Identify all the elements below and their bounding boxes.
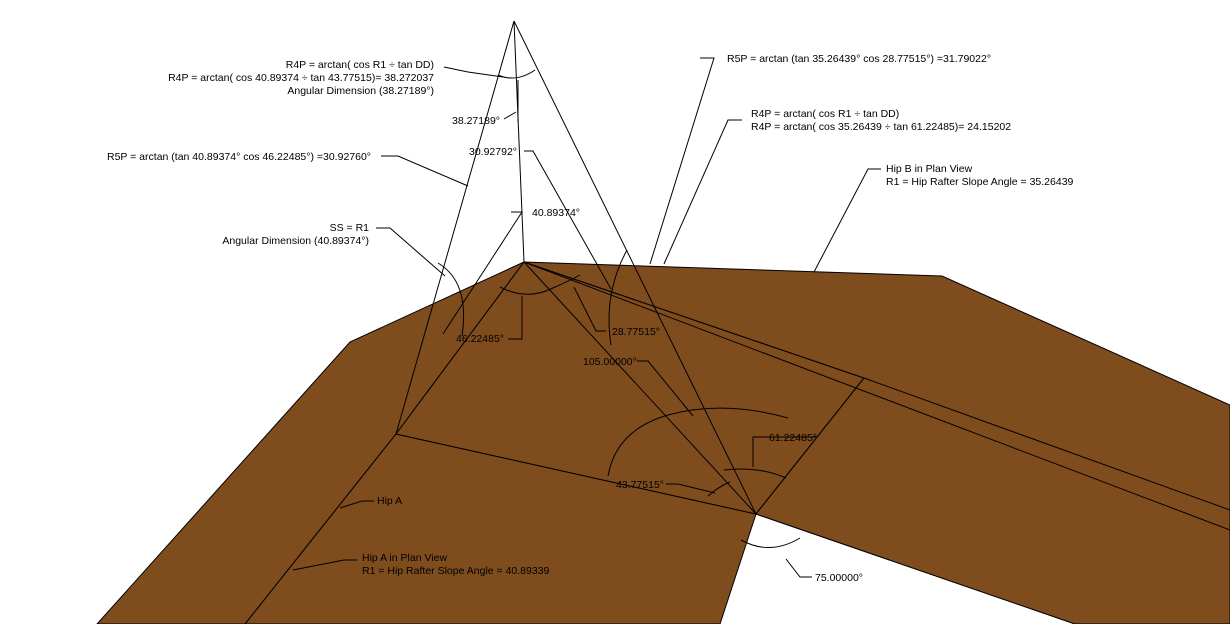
r4p-right-line2: R4P = arctan( cos 35.26439 ÷ tan 61.2248… xyxy=(751,121,1011,133)
leader-28 xyxy=(573,286,606,332)
hip-b-line1: Hip B in Plan View xyxy=(886,163,973,175)
dimension-ticks xyxy=(503,80,519,122)
r4p-top-line1: R4P = arctan( cos R1 ÷ tan DD) xyxy=(286,59,434,71)
leader-hip-a xyxy=(339,500,374,509)
leader-75 xyxy=(785,558,812,578)
dim-105: 105.00000° xyxy=(583,356,637,368)
dim-38: 38.27189° xyxy=(452,115,500,127)
leader-r5p-right xyxy=(649,57,715,265)
arc-43 xyxy=(707,481,731,497)
leader-r5p-left xyxy=(381,155,469,187)
tick-38b xyxy=(503,111,517,120)
ss-line1: SS = R1 xyxy=(330,222,370,234)
hip-line-center xyxy=(523,261,757,515)
arc-40 xyxy=(437,262,465,337)
hip-b-line xyxy=(523,261,1230,531)
leader-43 xyxy=(666,483,716,494)
r4p-top-line3: Angular Dimension (38.27189°) xyxy=(287,85,434,97)
leader-r4p-right xyxy=(663,119,742,265)
hip-b-line2: R1 = Hip Rafter Slope Angle = 35.26439 xyxy=(886,176,1074,188)
dim-46: 46.22485° xyxy=(456,333,504,345)
arc-38 xyxy=(497,69,536,79)
ss-line2: Angular Dimension (40.89374°) xyxy=(222,235,369,247)
construction-lines xyxy=(395,20,1230,531)
r5p-left-label: R5P = arctan (tan 40.89374° cos 46.22485… xyxy=(107,151,371,163)
arc-46 xyxy=(499,274,581,295)
dim-75: 75.00000° xyxy=(815,572,863,584)
arc-105 xyxy=(607,407,789,477)
leader-r4p-top xyxy=(443,66,504,78)
hip-a-plan-line1: Hip A in Plan View xyxy=(362,552,447,564)
dim-43: 43.77515° xyxy=(616,479,664,491)
apex-line-right xyxy=(513,20,757,515)
leader-lines xyxy=(292,57,881,578)
leader-hip-b xyxy=(813,168,881,273)
dim-30: 30.92792° xyxy=(469,146,517,158)
leader-61 xyxy=(752,436,817,467)
arc-75 xyxy=(740,537,801,549)
callout-labels: R4P = arctan( cos R1 ÷ tan DD) R4P = arc… xyxy=(107,53,1074,577)
dim-28: 28.77515° xyxy=(612,326,660,338)
leader-ss xyxy=(376,227,446,277)
r5p-right-label: R5P = arctan (tan 35.26439° cos 28.77515… xyxy=(727,53,991,65)
dimension-labels: 38.27189° 30.92792° 40.89374° 46.22485° … xyxy=(452,115,863,584)
leader-46 xyxy=(508,296,523,340)
leader-40 xyxy=(442,211,523,335)
hip-a-plan-line2: R1 = Hip Rafter Slope Angle = 40.89339 xyxy=(362,565,550,577)
r4p-top-line2: R4P = arctan( cos 40.89374 ÷ tan 43.7751… xyxy=(168,72,434,84)
dim-40: 40.89374° xyxy=(532,207,580,219)
dim-61: 61.22485° xyxy=(769,432,817,444)
leader-30 xyxy=(524,150,612,290)
apex-line-left xyxy=(395,20,515,435)
arc-31 xyxy=(608,249,628,346)
arc-61 xyxy=(723,468,787,479)
apex-line-center xyxy=(513,20,525,263)
angle-arcs xyxy=(437,69,801,549)
roof-plates xyxy=(96,261,1230,624)
hip-a-label: Hip A xyxy=(377,495,402,507)
leader-hip-a-plan xyxy=(292,559,357,571)
roof-plate-right-lower xyxy=(755,377,1230,624)
leader-105 xyxy=(637,360,694,417)
r4p-right-line1: R4P = arctan( cos R1 ÷ tan DD) xyxy=(751,108,899,120)
